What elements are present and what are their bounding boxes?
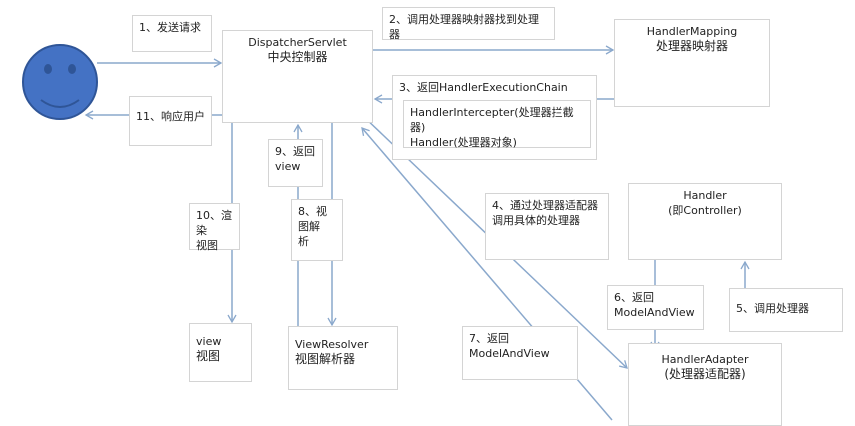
step-text: 5、调用处理器 — [736, 302, 809, 315]
handler-adapter-subtitle: (处理器适配器) — [664, 367, 746, 381]
step-9-label: 9、返回 view — [268, 139, 323, 187]
chain-interceptor-text: HandlerIntercepter(处理器拦截器) — [410, 106, 574, 134]
step-text: 视图 — [196, 239, 218, 252]
step-text: 调用具体的处理器 — [492, 214, 580, 227]
dispatcher-servlet-box: DispatcherServlet 中央控制器 — [222, 30, 373, 123]
step-text: 4、通过处理器适配器 — [492, 199, 598, 212]
handler-execution-chain-box: HandlerIntercepter(处理器拦截器) Handler(处理器对象… — [403, 100, 591, 149]
step-text: 3、返回HandlerExecutionChain — [399, 81, 568, 94]
handler-mapping-box: HandlerMapping 处理器映射器 — [614, 19, 770, 107]
step-text: 6、返回 — [614, 291, 654, 304]
view-title: view — [196, 335, 222, 348]
step-6-label: 6、返回 ModelAndView — [607, 285, 704, 330]
view-resolver-box: ViewResolver 视图解析器 — [288, 326, 398, 390]
step-3-label: 3、返回HandlerExecutionChain HandlerInterce… — [392, 75, 597, 160]
dispatcher-subtitle: 中央控制器 — [267, 50, 328, 64]
step-text: ModelAndView — [469, 347, 550, 360]
step-4-label: 4、通过处理器适配器 调用具体的处理器 — [485, 193, 609, 260]
step-text: ModelAndView — [614, 306, 695, 319]
step-text: 7、返回 — [469, 332, 509, 345]
handler-title: Handler — [683, 189, 727, 202]
user-smiley-icon — [22, 44, 98, 120]
step-text: view — [275, 160, 301, 173]
handler-subtitle: (即Controller) — [668, 204, 742, 217]
step-text: 析 — [298, 235, 309, 248]
step-8-label: 8、视图解 析 — [291, 199, 343, 261]
view-subtitle: 视图 — [196, 349, 221, 363]
step-text: 1、发送请求 — [139, 21, 201, 34]
step-text: 8、视图解 — [298, 205, 327, 233]
handler-adapter-title: HandlerAdapter — [661, 353, 749, 366]
view-resolver-title: ViewResolver — [295, 338, 369, 351]
step-2-label: 2、调用处理器映射器找到处理器 — [382, 7, 555, 41]
step-1-label: 1、发送请求 — [132, 15, 212, 52]
handler-mapping-subtitle: 处理器映射器 — [655, 39, 728, 53]
handler-adapter-box: HandlerAdapter (处理器适配器) — [628, 343, 782, 426]
handler-mapping-title: HandlerMapping — [646, 25, 738, 38]
view-box: view 视图 — [189, 323, 252, 382]
step-text: 10、渲染 — [196, 209, 232, 237]
step-10-label: 10、渲染 视图 — [189, 203, 240, 252]
step-text: 11、响应用户 — [136, 110, 205, 123]
dispatcher-title: DispatcherServlet — [248, 36, 347, 49]
step-5-label: 5、调用处理器 — [729, 288, 843, 332]
step-7-label: 7、返回 ModelAndView — [462, 326, 578, 380]
handler-box: Handler (即Controller) — [628, 183, 782, 260]
step-text: 9、返回 — [275, 145, 315, 158]
step-11-label: 11、响应用户 — [129, 96, 212, 146]
view-resolver-subtitle: 视图解析器 — [295, 352, 356, 366]
chain-handler-text: Handler(处理器对象) — [410, 136, 517, 149]
step-text: 2、调用处理器映射器找到处理器 — [389, 13, 539, 41]
